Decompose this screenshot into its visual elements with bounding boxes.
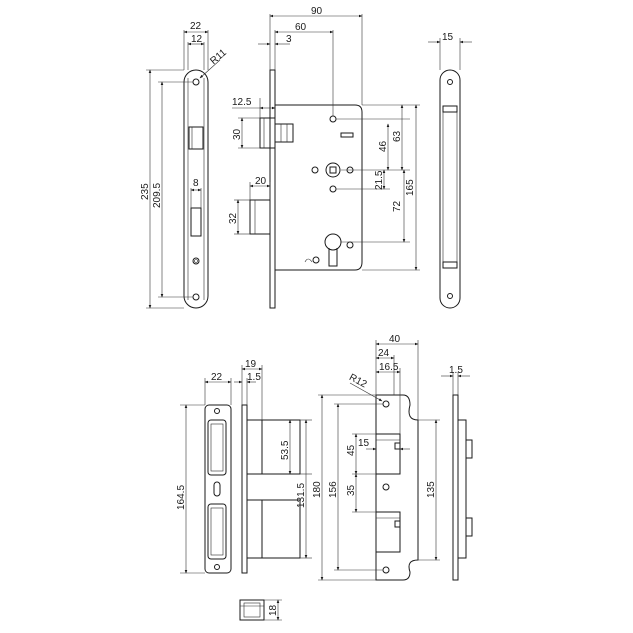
front-plate-side-view: 15 [428,32,472,309]
front-plate-view: 22 12 R11 235 209.5 8 [140,21,229,309]
strike-plate-view: 22 19 1.5 164.5 53.5 131.5 [176,359,312,574]
dim-r11: R11 [208,47,229,67]
dim-12: 12 [191,34,203,45]
dim-21-5: 21.5 [374,170,385,190]
dim-22: 22 [190,21,202,32]
dim-15b: 15 [358,438,370,449]
dim-18: 18 [268,604,279,616]
dim-24: 24 [378,348,390,359]
dim-16-5: 16.5 [379,362,399,373]
dim-63: 63 [392,130,403,142]
dim-180: 180 [312,481,323,498]
dim-20: 20 [255,176,267,187]
dim-135: 135 [426,481,437,498]
strike-box-view: 40 24 16.5 R12 1.5 45 35 15 180 156 [312,334,473,581]
dim-35: 35 [346,484,357,496]
small-part-view: 18 [239,599,282,621]
dim-90: 90 [311,6,323,17]
dim-46: 46 [378,140,389,152]
dim-32: 32 [228,212,239,224]
dim-235: 235 [140,183,151,200]
dim-1-5: 1.5 [247,372,261,383]
dim-15: 15 [442,32,454,43]
dim-3: 3 [286,34,292,45]
dim-131: 131.5 [296,483,307,508]
dim-209: 209.5 [152,183,163,208]
dim-19: 19 [245,359,257,370]
dim-164: 164.5 [176,485,187,510]
dim-30: 30 [232,128,243,140]
dim-156: 156 [328,481,339,498]
dim-r12: R12 [347,372,369,391]
dim-12-5: 12.5 [232,97,252,108]
dim-53: 53.5 [280,440,291,460]
dim-1-5b: 1.5 [449,365,463,376]
dim-45: 45 [346,444,357,456]
lock-body-view: 90 60 3 12.5 30 20 32 46 6 [228,6,420,309]
dim-8: 8 [193,178,199,189]
dim-22b: 22 [211,372,223,383]
dim-72: 72 [392,200,403,212]
dim-60: 60 [295,22,307,33]
dim-40: 40 [389,334,401,345]
dim-165: 165 [405,179,416,196]
